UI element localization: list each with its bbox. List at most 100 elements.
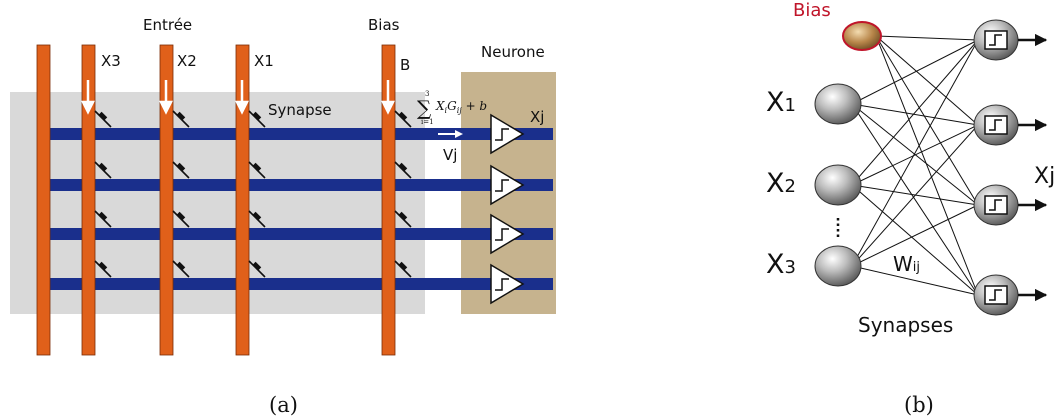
output-line-2	[37, 179, 553, 191]
label-xj-a: Xj	[530, 108, 544, 126]
x2-sub: 2	[785, 176, 796, 197]
formula-lower: i=1	[421, 118, 434, 126]
label-weight: Wij	[893, 252, 920, 276]
synapse-link	[875, 35, 979, 41]
synapse-device	[94, 210, 112, 228]
input-node-x1	[814, 83, 862, 125]
label-neurone: Neurone	[481, 43, 545, 61]
output-neuron	[973, 104, 1048, 146]
bias-column	[381, 44, 396, 356]
comparator	[490, 213, 525, 255]
synapse-device	[248, 110, 266, 128]
input-arrows	[80, 80, 396, 115]
input-column-x2	[159, 44, 174, 356]
comparator	[490, 263, 525, 305]
label-input-x2-b: X2	[766, 168, 796, 199]
label-input-b: B	[400, 56, 410, 74]
synapse-device	[94, 110, 112, 128]
panel-a: Entrée Bias Neurone X3 X2 X1 B Synapse ∑…	[10, 16, 556, 417]
synapse-device	[248, 161, 266, 179]
formula-g: G	[447, 99, 457, 113]
label-xj-b: Xj	[1034, 164, 1055, 189]
synapse-link	[875, 35, 979, 206]
comparator	[490, 164, 525, 206]
bias-node	[842, 21, 882, 51]
arrow-x1	[234, 80, 250, 115]
label-synapses: Synapses	[858, 313, 953, 337]
input-node-x3	[814, 245, 862, 287]
synapse-device	[394, 260, 412, 278]
output-neuron	[973, 19, 1048, 61]
synapse-link	[851, 184, 979, 296]
synapse-link	[851, 103, 979, 126]
weight-sub: ij	[913, 260, 920, 275]
x3-main: X	[766, 249, 785, 280]
synapse-link	[851, 204, 979, 267]
label-entree: Entrée	[143, 16, 192, 34]
ground-column	[36, 44, 51, 356]
label-synapse: Synapse	[268, 101, 332, 119]
neuron-comparators	[490, 113, 525, 305]
label-bias-b: Bias	[793, 0, 831, 21]
input-columns	[36, 44, 396, 356]
weighted-sum-formula: ∑ 3 i=1 XiGij + b	[417, 90, 487, 126]
input-column-x3	[81, 44, 96, 356]
formula-x: X	[435, 99, 445, 113]
panel-b: Bias X1 X2 X3 Wij Synapses Xj (b)	[766, 0, 1055, 417]
synapse-device	[172, 210, 190, 228]
formula-upper: 3	[425, 90, 429, 98]
output-neuron	[973, 184, 1048, 226]
synapse-link	[875, 35, 979, 126]
synapse-device	[394, 161, 412, 179]
synapse-device	[94, 260, 112, 278]
synapse-link	[851, 265, 979, 296]
x1-sub: 1	[785, 95, 796, 116]
arrow-b	[380, 80, 396, 115]
input-column-x1	[235, 44, 250, 356]
output-line-4	[37, 278, 553, 290]
x2-main: X	[766, 168, 785, 199]
formula-tail: + b	[462, 99, 487, 113]
caption-b: (b)	[904, 393, 934, 417]
weight-main: W	[893, 252, 913, 276]
caption-a: (a)	[269, 393, 298, 417]
x1-main: X	[766, 87, 785, 118]
output-neurons	[973, 19, 1048, 316]
synapse-link	[851, 39, 979, 186]
synapse-device	[94, 161, 112, 179]
label-input-x2: X2	[177, 52, 197, 70]
synapse-link	[851, 39, 979, 267]
comparator	[490, 113, 525, 155]
synapse-device	[172, 161, 190, 179]
synapse-connections	[851, 35, 979, 296]
arrow-x2	[158, 80, 174, 115]
formula-sub-i: i	[445, 106, 448, 115]
synapse-link	[875, 35, 979, 296]
synapse-device	[172, 110, 190, 128]
synapse-link	[851, 124, 979, 186]
synapse-device	[394, 210, 412, 228]
arrow-x3	[80, 80, 96, 115]
output-line-1	[37, 128, 553, 140]
vj-arrow	[438, 130, 463, 138]
label-vj: Vj	[443, 146, 457, 164]
formula-sum-sign: ∑	[417, 96, 432, 120]
synapse-link	[851, 103, 979, 296]
formula-body: XiGij + b	[435, 99, 487, 115]
label-input-x3-b: X3	[766, 249, 796, 280]
label-input-x3: X3	[101, 52, 121, 70]
synapse-link	[851, 39, 979, 105]
output-neuron	[973, 274, 1048, 316]
synapse-link	[851, 124, 979, 267]
label-input-x1-b: X1	[766, 87, 796, 118]
output-line-3	[37, 228, 553, 240]
synapse-devices	[94, 110, 412, 278]
synapse-device	[172, 260, 190, 278]
formula-sub-ij: ij	[457, 106, 463, 115]
label-bias-a: Bias	[368, 16, 400, 34]
x3-sub: 3	[785, 257, 796, 278]
label-input-x1: X1	[254, 52, 274, 70]
synapse-device	[248, 260, 266, 278]
synapse-device	[248, 210, 266, 228]
